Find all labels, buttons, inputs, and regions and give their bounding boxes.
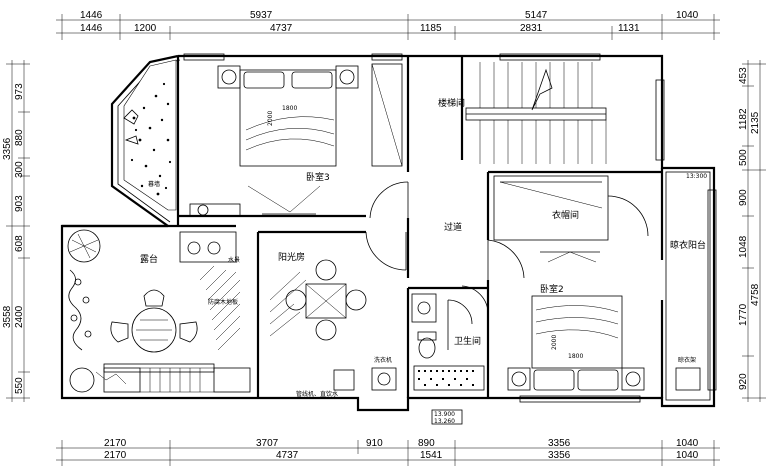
water-dispenser	[333, 369, 355, 391]
dim-top-outer-4: 1040	[676, 10, 699, 21]
bed-3	[239, 69, 337, 167]
corridor: 过道	[444, 221, 525, 313]
terrace-tree	[67, 229, 101, 263]
top-dimensions: 1446 5937 5147 1040 1446 1200 4737 1185 …	[56, 10, 720, 40]
dim-right-inner-5: 1048	[738, 235, 749, 258]
windows	[103, 53, 717, 403]
pipe-label: 管线机、直饮水	[296, 390, 338, 398]
dim-bottom-outer-5: 1040	[676, 450, 699, 461]
dim-left-inner-3: 300	[14, 161, 25, 178]
bed3-length: 2000	[267, 111, 274, 126]
bay-label: 暮墙	[148, 180, 160, 188]
bedroom-3: 1800 2000 卧室3	[189, 63, 409, 219]
stairwell: 楼梯间	[438, 62, 607, 164]
terrace-plant-2	[69, 367, 95, 393]
label-bathroom: 卫生间	[454, 335, 481, 347]
right-dimensions: 453 1182 500 900 1048 1770 920 2135 4758	[738, 60, 766, 402]
dim-top-outer-2: 5937	[250, 10, 273, 21]
dim-right-inner-2: 1182	[738, 108, 749, 130]
level-tag-2: 13.260	[434, 418, 455, 425]
label-closet: 衣帽间	[552, 209, 579, 221]
sink-label: 水景	[228, 256, 240, 264]
dim-right-outer-2: 4758	[750, 283, 761, 306]
dim-left-inner-1: 973	[14, 83, 25, 100]
dim-left-inner-5: 608	[14, 235, 25, 252]
dim-bottom-inner-6: 1040	[676, 438, 699, 449]
bed-2	[531, 295, 623, 369]
dim-bottom-inner-1: 2170	[104, 438, 127, 449]
deck-hatch	[199, 265, 241, 351]
label-bedroom-2: 卧室2	[540, 283, 564, 295]
dim-bottom-inner-2: 3707	[256, 438, 279, 449]
left-dimensions: 3356 3558 973 880 300 903 608 2400 550	[2, 60, 30, 402]
label-balcony: 晾衣阳台	[670, 239, 706, 251]
label-corridor: 过道	[444, 221, 462, 233]
bottom-dimensions: 2170 3707 910 890 3356 1040 2170 4737 15…	[56, 438, 720, 466]
label-stairwell: 楼梯间	[438, 97, 465, 109]
level-tag-1: 13.900	[434, 411, 455, 418]
dim-top-inner-6: 1131	[618, 23, 640, 34]
dim-bottom-inner-5: 3356	[548, 438, 571, 449]
dim-top-inner-2: 1200	[134, 23, 157, 34]
balcony: 13:300 晾衣阳台 晾衣架	[665, 171, 711, 401]
dim-top-outer-3: 5147	[525, 10, 548, 21]
walls	[60, 54, 716, 412]
clothes-rack	[675, 367, 701, 391]
dim-right-inner-3: 500	[738, 149, 749, 166]
dim-bottom-outer-4: 3356	[548, 450, 571, 461]
bed2-size: 1800	[568, 353, 583, 360]
bay-planter: 暮墙	[123, 59, 177, 211]
bath-sink	[411, 293, 437, 323]
bed2-length: 2000	[551, 335, 558, 350]
dim-right-inner-6: 1770	[738, 303, 749, 326]
dim-left-inner-2: 880	[14, 129, 25, 146]
label-terrace: 露台	[140, 253, 158, 265]
washer-label: 洗衣机	[374, 356, 392, 364]
dim-left-inner-4: 903	[14, 195, 25, 212]
sunroom: 阳光房 洗衣机 管线机、直饮水	[269, 231, 407, 398]
dim-top-inner-1: 1446	[80, 23, 103, 34]
label-sunroom: 阳光房	[278, 251, 305, 263]
washer-machine	[371, 367, 397, 391]
toilet	[417, 331, 437, 341]
bedroom-2: 1800 2000 卧室2	[507, 283, 645, 391]
sink-counter	[179, 231, 237, 263]
terrace-table	[131, 307, 177, 353]
balcony-rack-label: 晾衣架	[678, 356, 696, 364]
dim-right-inner-4: 900	[738, 189, 749, 206]
dim-left-inner-7: 550	[14, 377, 25, 394]
bed3-size: 1800	[282, 105, 297, 112]
balcony-top: 13:300	[686, 173, 707, 180]
dim-bottom-outer-1: 2170	[104, 450, 127, 461]
dim-top-inner-5: 2831	[520, 23, 543, 34]
deck-label: 防腐木地板	[208, 298, 238, 306]
dim-left-outer-2: 3558	[2, 305, 13, 328]
dim-right-inner-1: 453	[738, 67, 749, 84]
terrace: 水景 露台 防腐木地板	[67, 229, 251, 393]
dim-bottom-outer-2: 4737	[276, 450, 299, 461]
bathroom: 卫生间 13.900 13.260	[411, 293, 485, 425]
wardrobe-bedroom-3	[371, 63, 403, 167]
dim-right-inner-7: 920	[738, 373, 749, 390]
dim-right-outer-1: 2135	[750, 111, 761, 134]
dim-bottom-inner-4: 890	[418, 438, 435, 449]
dim-left-outer-1: 3356	[2, 137, 13, 160]
closet: 衣帽间	[493, 175, 649, 263]
shower-tray	[413, 365, 485, 391]
dim-top-outer-1: 1446	[80, 10, 103, 21]
dim-bottom-inner-3: 910	[366, 438, 383, 449]
dim-left-inner-6: 2400	[14, 305, 25, 328]
dim-bottom-outer-3: 1541	[420, 450, 443, 461]
level-tag	[431, 409, 463, 425]
dim-top-inner-4: 1185	[420, 23, 442, 34]
label-bedroom-3: 卧室3	[306, 171, 330, 183]
dim-top-inner-3: 4737	[270, 23, 293, 34]
